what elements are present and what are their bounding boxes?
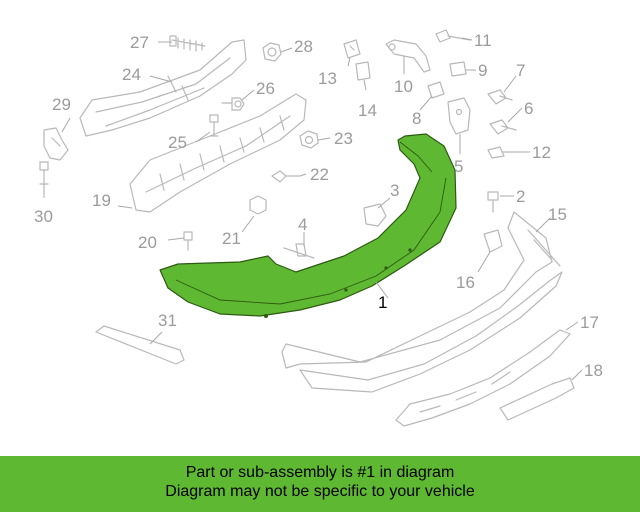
part-20-bolt [183,231,193,251]
part-9-clip [449,61,467,77]
part-7-screw [487,89,513,105]
callout-23: 23 [334,129,353,148]
callout-6: 6 [524,99,533,118]
part-11-bolt [435,29,471,43]
callout-13: 13 [318,69,337,88]
part-1-shape [159,133,457,317]
callout-18: 18 [584,361,603,380]
callout-31: 31 [158,311,177,330]
part-28-nut [262,42,282,62]
callout-26: 26 [256,79,275,98]
leader-lines [43,37,583,381]
callout-17: 17 [580,313,599,332]
callout-24: 24 [122,65,141,84]
callout-29: 29 [52,95,71,114]
info-banner: Part or sub-assembly is #1 in diagram Di… [0,456,640,512]
part-26-screw [221,97,245,111]
part-19-absorber [129,93,307,213]
callout-5: 5 [454,157,463,176]
callout-9: 9 [478,61,487,80]
part-24-reinforcement [79,39,247,137]
callout-12: 12 [532,143,551,162]
part-12-screw [487,146,525,159]
callout-20: 20 [138,233,157,252]
callout-30: 30 [34,207,53,226]
part-27-bolt [169,35,206,52]
callout-27: 27 [130,33,149,52]
callout-4: 4 [298,215,307,234]
callout-3: 3 [390,181,399,200]
part-3-bracket [363,203,387,227]
part-15-bumper-cover [281,211,563,393]
parts-diagram: 1 2 3 4 5 6 7 8 9 10 11 12 13 14 15 16 1… [34,29,603,427]
part-21-nut [249,195,267,215]
part-6-screw [489,119,517,135]
part-14-clip [355,61,371,81]
part-17-lower-trim [395,329,571,427]
callout-22: 22 [310,165,329,184]
callout-14: 14 [358,101,377,120]
callout-2: 2 [516,187,525,206]
callout-28: 28 [294,37,313,56]
callout-16: 16 [456,273,475,292]
part-4-pin [283,243,315,259]
part-22-screw [271,170,301,183]
part-10-bracket [385,39,431,73]
callout-7: 7 [516,61,525,80]
callout-25: 25 [168,133,187,152]
part-8-clip [427,81,445,99]
callout-15: 15 [548,205,567,224]
part-18-reflector [499,377,575,421]
callout-21: 21 [222,229,241,248]
callout-8: 8 [412,109,421,128]
part-13-clip [343,39,361,59]
part-29-bracket [43,127,69,161]
part-16-clip [483,229,503,253]
part-5-bracket [447,97,471,135]
part-23-nut [299,130,319,149]
callout-1: 1 [378,293,387,312]
part-30-bolt [39,161,49,185]
callouts: 1 2 3 4 5 6 7 8 9 10 11 12 13 14 15 16 1… [34,31,603,380]
callout-11: 11 [474,31,492,50]
banner-line-2: Diagram may not be specific to your vehi… [165,483,475,500]
callout-10: 10 [394,77,413,96]
part-2-bolt [487,191,499,213]
banner-line-1: Part or sub-assembly is #1 in diagram [185,464,455,481]
part-31-reflector [95,325,185,365]
part-1-bumper-valance[interactable] [159,133,457,318]
callout-19: 19 [92,191,111,210]
